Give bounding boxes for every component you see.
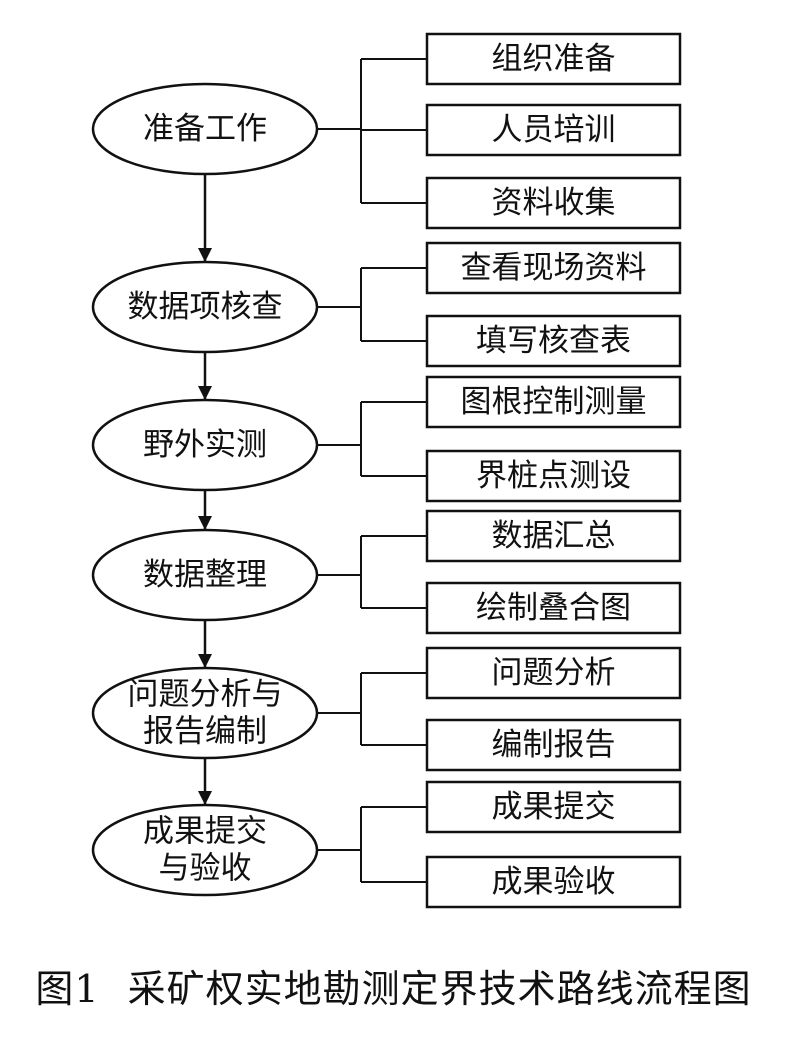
figure-caption-text: 采矿权实地勘测定界技术路线流程图	[127, 967, 752, 1011]
stage-ellipse	[91, 528, 319, 622]
stage-label: 数据项核查	[128, 289, 283, 325]
stage-label: 问题分析与	[128, 677, 283, 713]
stage-ellipse	[91, 260, 319, 354]
task-box	[425, 780, 682, 834]
task-label: 查看现场资料	[461, 250, 647, 286]
task-box	[425, 314, 682, 368]
task-box	[425, 241, 682, 295]
task-box	[425, 718, 682, 772]
task-box	[425, 32, 682, 86]
task-box	[425, 176, 682, 230]
task-box	[425, 103, 682, 157]
task-box	[425, 375, 682, 429]
task-label: 界桩点测设	[476, 458, 631, 494]
task-box	[425, 449, 682, 503]
stage-label: 与验收	[159, 851, 252, 887]
task-label: 成果提交	[492, 789, 616, 825]
stage-ellipse	[91, 398, 319, 492]
task-label: 问题分析	[492, 655, 616, 691]
stage-label: 成果提交	[143, 814, 267, 850]
task-box	[425, 855, 682, 909]
task-label: 绘制叠合图	[476, 590, 631, 626]
stage-ellipse	[91, 82, 319, 176]
task-label: 编制报告	[492, 727, 616, 763]
stage-ellipse	[91, 803, 319, 897]
task-label: 数据汇总	[492, 518, 616, 554]
figure-caption-label: 图1	[35, 967, 100, 1011]
stage-label: 数据整理	[143, 557, 267, 593]
task-label: 资料收集	[492, 185, 616, 221]
task-label: 成果验收	[492, 864, 616, 900]
stage-ellipse	[91, 666, 319, 760]
task-label: 图根控制测量	[461, 384, 647, 420]
task-label: 填写核查表	[476, 323, 631, 359]
task-label: 组织准备	[492, 41, 616, 77]
stage-label: 野外实测	[143, 427, 267, 463]
task-box	[425, 646, 682, 700]
task-box	[425, 509, 682, 563]
stage-label: 准备工作	[143, 111, 267, 147]
stage-label: 报告编制	[143, 714, 267, 750]
figure-caption: 图1 采矿权实地勘测定界技术路线流程图	[0, 958, 787, 1013]
task-box	[425, 581, 682, 635]
task-label: 人员培训	[492, 112, 616, 148]
